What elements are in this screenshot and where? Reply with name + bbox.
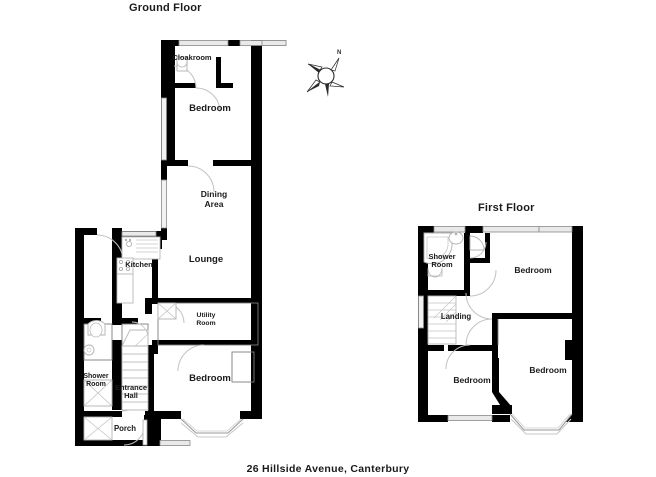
first-floor-bay-window xyxy=(509,413,573,435)
ground-floor-title: Ground Floor xyxy=(129,2,202,14)
compass-north-label: N xyxy=(337,50,341,56)
ground-floor-windows xyxy=(121,40,287,237)
first-floor-shower-fixtures xyxy=(423,231,485,278)
first-floor-windows xyxy=(418,226,573,421)
ground-floor-bay-window xyxy=(180,418,244,438)
first-floor-door-swings xyxy=(445,241,497,370)
utility-room-appliance xyxy=(157,302,177,320)
first-floor-title: First Floor xyxy=(478,202,535,214)
porch-floor-marking xyxy=(83,416,113,441)
ground-floor-staircase xyxy=(121,321,149,411)
ground-floor-plan xyxy=(75,40,287,446)
compass-rose: N xyxy=(306,50,345,97)
first-floor-staircase xyxy=(427,295,457,345)
address-caption: 26 Hillside Avenue, Canterbury xyxy=(246,463,410,475)
first-floor-plan xyxy=(418,226,583,435)
cloakroom-fixtures xyxy=(176,56,188,72)
kitchen-fixtures xyxy=(116,236,161,304)
ground-shower-room-fixtures xyxy=(83,320,113,407)
porch-openings xyxy=(123,419,191,446)
